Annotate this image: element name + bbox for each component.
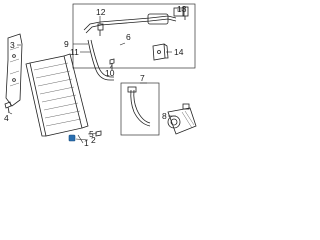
leader-lines: [7, 9, 183, 144]
callout-7: 7: [140, 73, 145, 83]
parts-diagram: 1 2 3 4 5 6 7 8 9 10 11 12 13 14: [0, 0, 200, 147]
callout-11: 11: [70, 47, 79, 57]
callout-2: 2: [91, 135, 96, 145]
pressure-sensor: [182, 6, 189, 20]
diagram-canvas: 1 2 3 4 5 6 7 8 9 10 11 12 13 14: [4, 3, 197, 147]
callout-4: 4: [4, 113, 9, 123]
callout-12: 12: [96, 7, 106, 17]
callout-5: 5: [89, 129, 94, 139]
bolt-line: [109, 58, 115, 70]
compressor: [167, 103, 197, 135]
mounting-bracket: [152, 43, 169, 61]
receiver-drier: [68, 134, 76, 142]
line-assembly-box: [72, 3, 196, 69]
callout-9: 9: [64, 39, 69, 49]
callout-6: 6: [126, 32, 131, 42]
callout-10: 10: [105, 68, 115, 78]
hose-assembly-box: [120, 82, 160, 136]
condenser-bracket: [5, 33, 23, 107]
callout-8: 8: [162, 111, 167, 121]
hose-assembly: [127, 86, 151, 127]
clip: [97, 23, 104, 36]
bolt: [4, 101, 12, 113]
callout-13: 13: [177, 4, 187, 14]
callout-1: 1: [84, 138, 89, 147]
refrigerant-line: [83, 7, 185, 81]
callout-3: 3: [10, 40, 15, 50]
callout-14: 14: [174, 47, 184, 57]
condenser: [25, 53, 89, 137]
bolt-small: [95, 130, 102, 137]
